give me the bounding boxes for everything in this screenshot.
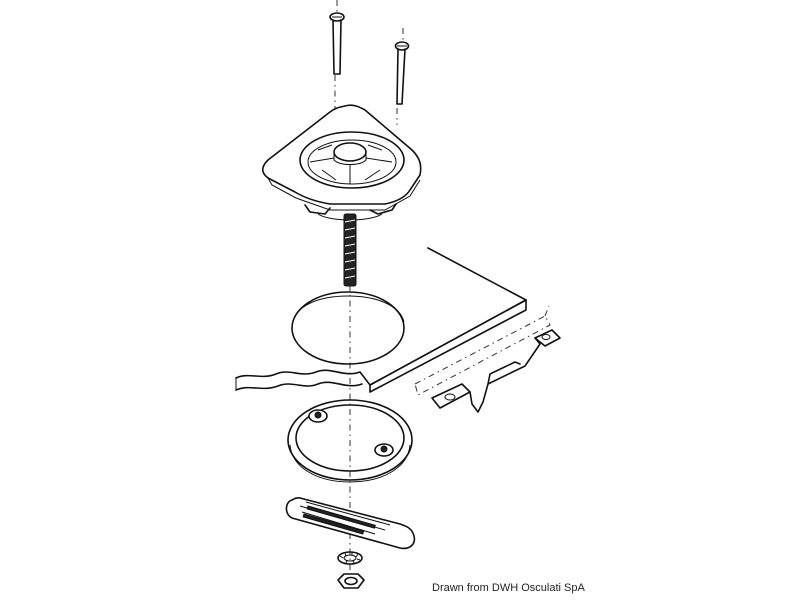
striker-bracket-icon xyxy=(414,305,561,413)
lock-washer-icon xyxy=(337,551,363,565)
source-caption: Drawn from DWH Osculati SpA xyxy=(432,582,585,594)
screw-right-icon xyxy=(394,41,410,105)
panel-icon xyxy=(235,247,527,393)
screw-left-icon xyxy=(329,12,345,75)
threaded-stud-icon xyxy=(343,213,357,287)
lock-body-icon xyxy=(261,104,422,221)
hex-nut-icon xyxy=(337,573,365,589)
latch-tongue-icon xyxy=(285,496,416,550)
backing-ring-icon xyxy=(287,399,413,483)
